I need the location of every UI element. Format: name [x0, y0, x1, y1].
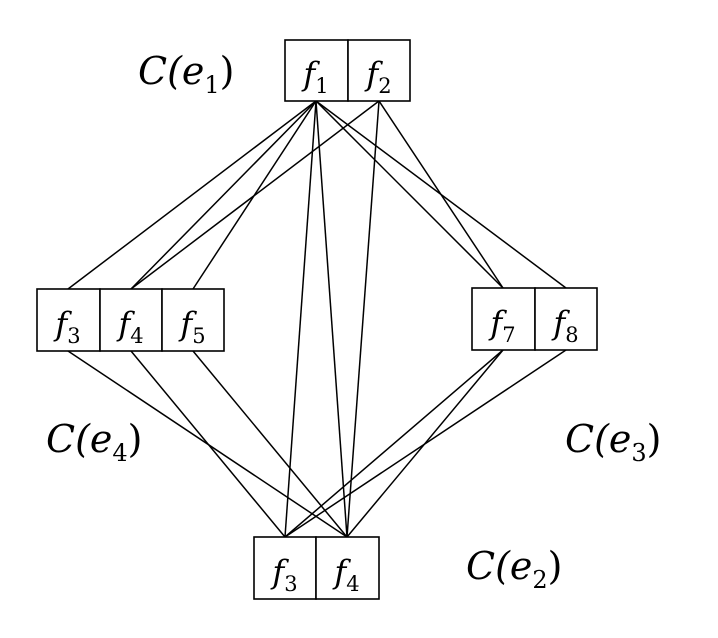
- edge-g1-0-to-g4-1: [130, 100, 317, 290]
- cell-f8-box: [534, 287, 598, 351]
- cell-f5: f5: [161, 288, 225, 352]
- edges-layer: [67, 100, 567, 538]
- group-label-c-e1: C(e1): [138, 49, 235, 99]
- cell-f4-bottom: f4: [315, 536, 380, 600]
- group-label-c-e4: C(e4): [46, 417, 143, 467]
- cell-f2-box: [347, 39, 411, 102]
- edge-g1-1-to-g3-0: [378, 100, 504, 289]
- cell-f2: f2: [347, 39, 411, 102]
- cell-f4-left: f4: [99, 288, 163, 352]
- group-c-e3: f7 f8 C(e3): [471, 287, 662, 467]
- edge-g1-0-to-g2-1: [315, 100, 348, 538]
- edge-g3-0-to-g2-0: [284, 349, 504, 538]
- cell-f4-bottom-box: [315, 536, 380, 600]
- edge-g1-1-to-g2-1: [346, 100, 380, 538]
- group-label-c-e3: C(e3): [565, 417, 662, 467]
- cell-f4-left-label: f4: [116, 305, 143, 348]
- cell-f1: f1: [284, 39, 349, 102]
- edge-g3-1-to-g2-0: [284, 349, 567, 538]
- group-c-e2: f3 f4 C(e2): [253, 536, 563, 600]
- cell-f1-box: [284, 39, 349, 102]
- cell-f3-left: f3: [36, 288, 101, 352]
- cell-f4-left-box: [99, 288, 163, 352]
- group-label-c-e2: C(e2): [466, 544, 563, 594]
- edge-g4-2-to-g2-1: [192, 350, 348, 538]
- cell-f7: f7: [471, 287, 536, 351]
- edge-g1-0-to-g4-0: [67, 100, 317, 290]
- group-c-e1: f1 f2 C(e1): [138, 39, 411, 102]
- edge-g4-1-to-g2-0: [130, 350, 286, 538]
- edge-g1-0-to-g2-0: [284, 100, 317, 538]
- cell-f5-box: [161, 288, 225, 352]
- edge-g1-0-to-g3-0: [315, 100, 504, 289]
- cell-f8: f8: [534, 287, 598, 351]
- cell-f3-bottom: f3: [253, 536, 317, 600]
- cell-f3-bottom-box: [253, 536, 317, 600]
- cell-f7-box: [471, 287, 536, 351]
- edge-g1-1-to-g4-1: [130, 100, 380, 290]
- group-c-e4: f3 f4 f5 C(e4): [36, 288, 225, 467]
